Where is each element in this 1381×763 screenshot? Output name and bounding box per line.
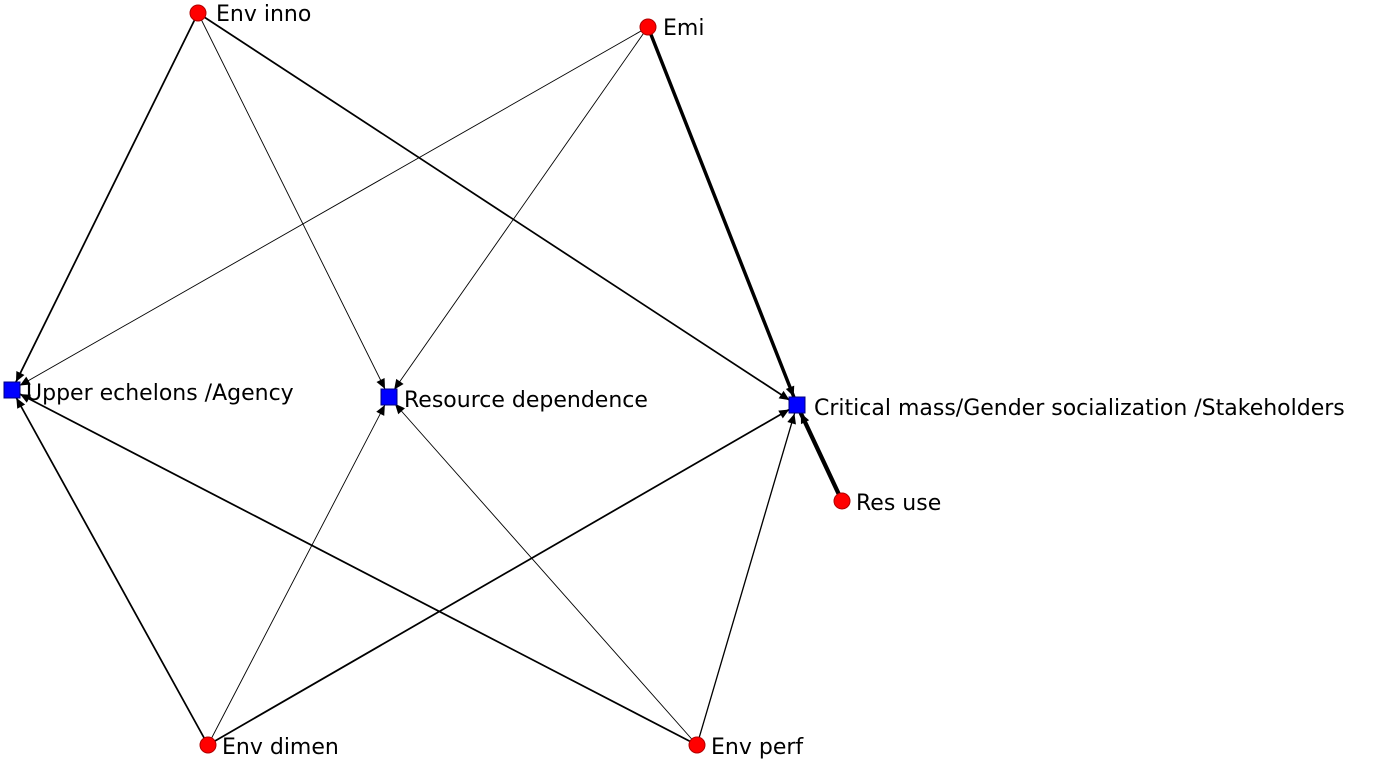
edge-env_dimen-to-critical: [207, 408, 791, 746]
circle-node-marker: [688, 736, 706, 754]
edge-env_dimen-to-upper: [15, 397, 209, 746]
node-label-critical: Critical mass/Gender socialization /Stak…: [814, 396, 1345, 421]
node-label-emi: Emi: [663, 16, 704, 41]
circle-node-marker: [639, 18, 657, 36]
node-label-upper: Upper echelons /Agency: [26, 381, 294, 406]
edge-env_perf-to-upper: [19, 393, 698, 746]
edge-emi-to-critical: [646, 25, 796, 399]
node-env_inno: Env inno: [189, 2, 311, 27]
edges-layer: [15, 12, 845, 746]
edge-resuse-to-critical: [798, 410, 845, 504]
node-label-env_dimen: Env dimen: [222, 735, 339, 760]
edge-env_inno-to-critical: [197, 12, 791, 401]
node-upper: Upper echelons /Agency: [3, 381, 294, 406]
square-node-marker: [3, 381, 21, 399]
square-node-marker: [788, 396, 806, 414]
edge-env_inno-to-resdep: [197, 12, 386, 390]
edge-env_dimen-to-resdep: [207, 404, 386, 746]
circle-node-marker: [833, 492, 851, 510]
edge-emi-to-upper: [19, 26, 649, 386]
node-label-resdep: Resource dependence: [404, 388, 648, 413]
node-emi: Emi: [639, 16, 704, 41]
node-resdep: Resource dependence: [380, 388, 648, 413]
node-label-resuse: Res use: [856, 491, 941, 516]
node-label-env_perf: Env perf: [711, 735, 804, 760]
circle-node-marker: [189, 4, 207, 22]
circle-node-marker: [199, 736, 217, 754]
square-node-marker: [380, 388, 398, 406]
node-critical: Critical mass/Gender socialization /Stak…: [788, 396, 1345, 421]
edge-env_inno-to-upper: [15, 12, 199, 383]
edge-emi-to-resdep: [393, 26, 649, 391]
edge-env_perf-to-resdep: [394, 403, 698, 746]
node-resuse: Res use: [833, 491, 941, 516]
node-label-env_inno: Env inno: [216, 2, 311, 27]
edge-env_perf-to-critical: [696, 412, 796, 746]
node-env_dimen: Env dimen: [199, 735, 339, 760]
node-env_perf: Env perf: [688, 735, 804, 760]
